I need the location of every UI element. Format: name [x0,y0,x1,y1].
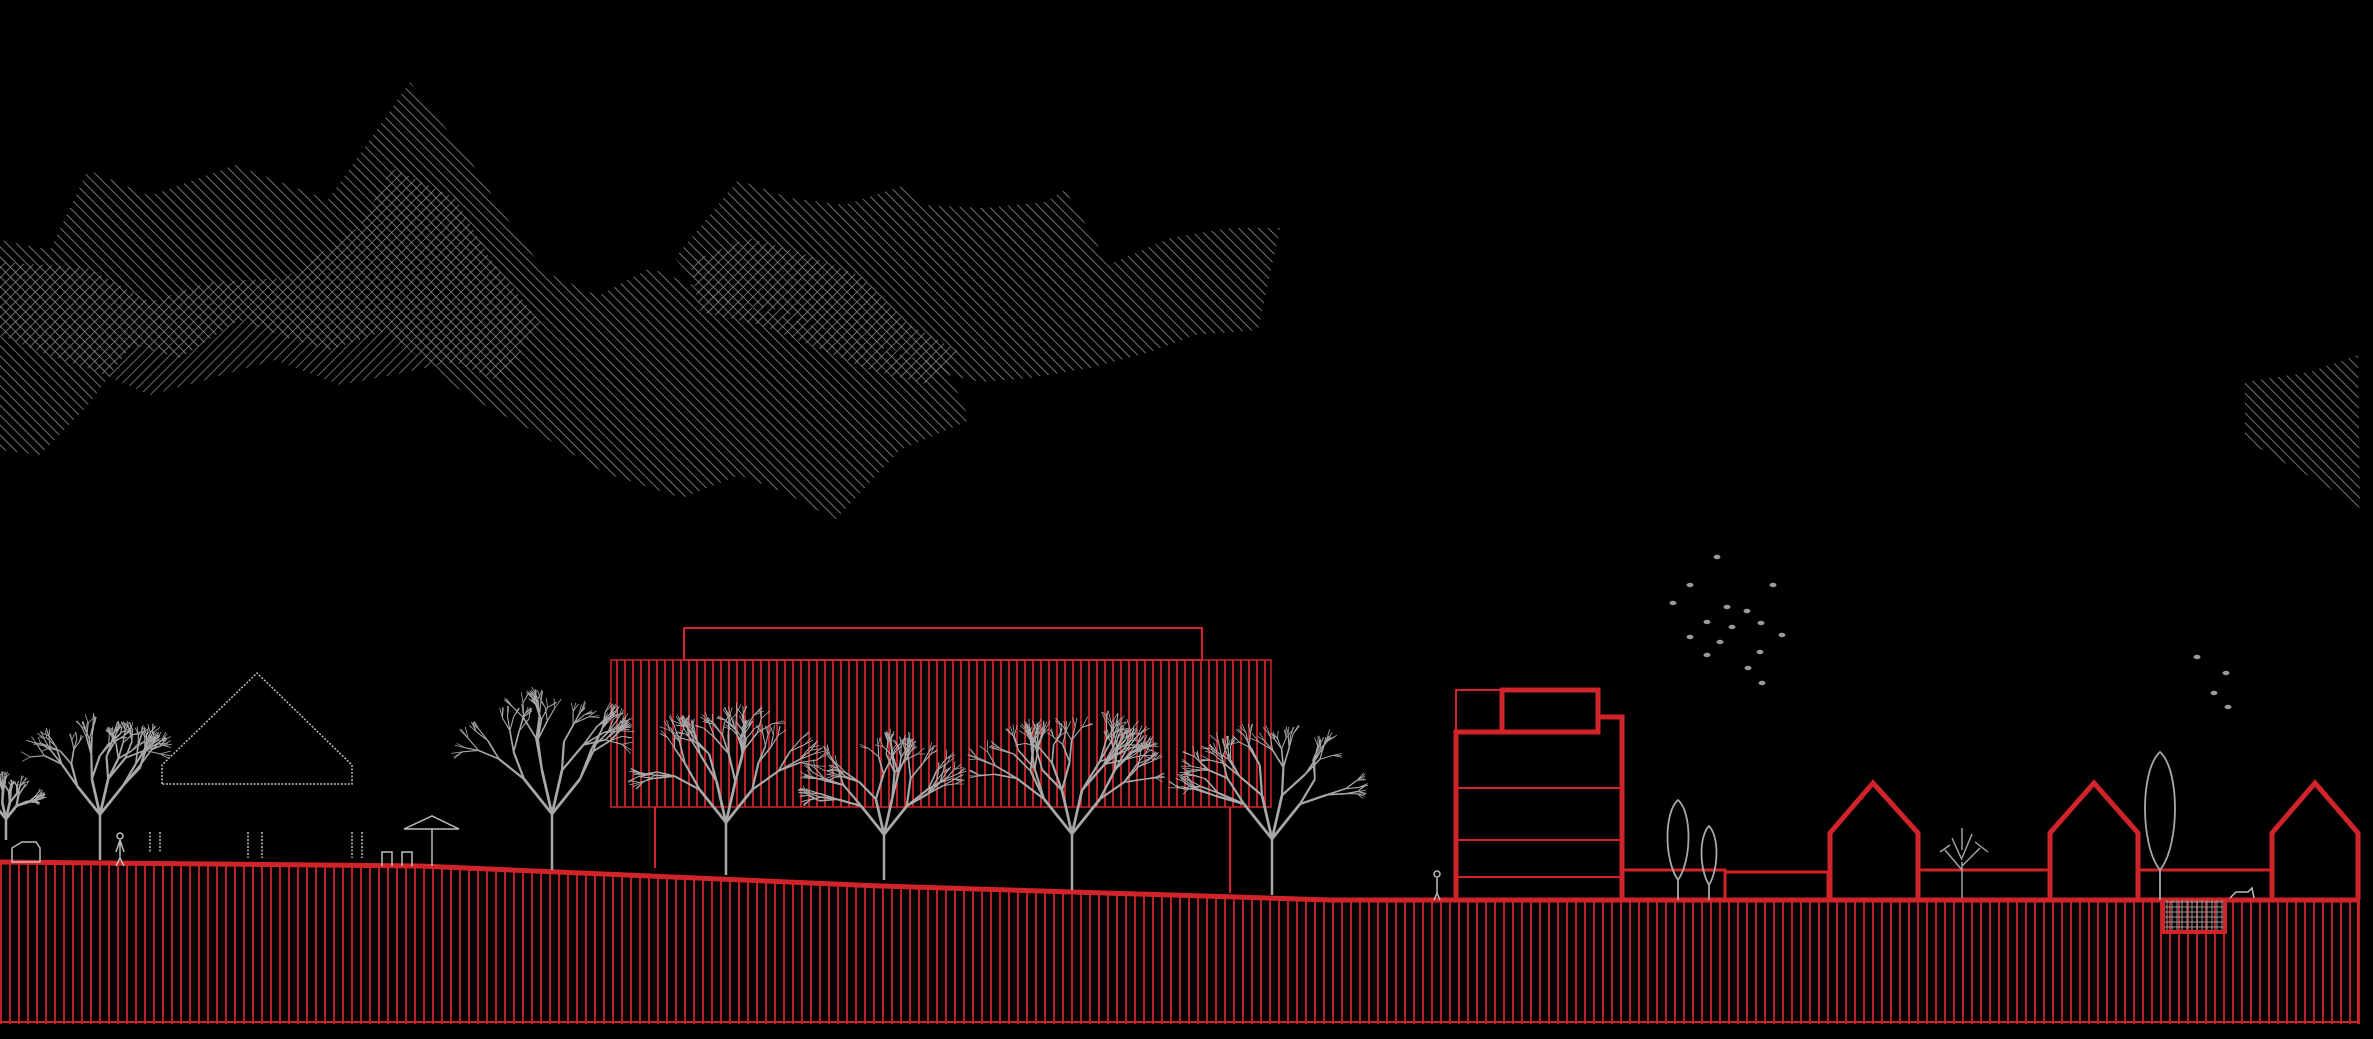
tree [798,728,967,880]
tree [20,713,172,860]
person [1433,878,1441,901]
mountain-center-overlay [690,238,960,385]
pavilion-outline [149,671,363,858]
tree [967,710,1166,890]
drainage-pit [2161,900,2227,934]
tree [0,771,47,840]
pitched-roof-houses [1827,779,2361,900]
car [11,841,41,863]
mid-rise-block-section [1453,687,1625,900]
tree [451,686,635,870]
house-3 [2269,779,2361,900]
cypress-trees [1666,750,2176,900]
garden-walls [1622,868,2270,900]
house-2 [2047,779,2141,900]
deciduous-trees [0,686,1369,895]
ground-line [0,859,2360,903]
mountain-far-right [2245,355,2360,508]
mountain-left-overlay [0,168,540,395]
house-1 [1827,779,1921,900]
bird-flock [1669,554,2232,710]
bench [381,851,413,866]
person [115,839,125,867]
ground-section [0,859,2360,1024]
people-and-furniture [11,815,2255,901]
tree [1168,723,1369,895]
tree [627,702,829,875]
roof-lantern [683,627,1203,661]
mountain-range-hatch [0,82,2360,520]
parasol [403,815,460,866]
cat [2229,886,2255,899]
shrub [1939,828,1989,898]
mountain-center-layer [675,180,1280,382]
